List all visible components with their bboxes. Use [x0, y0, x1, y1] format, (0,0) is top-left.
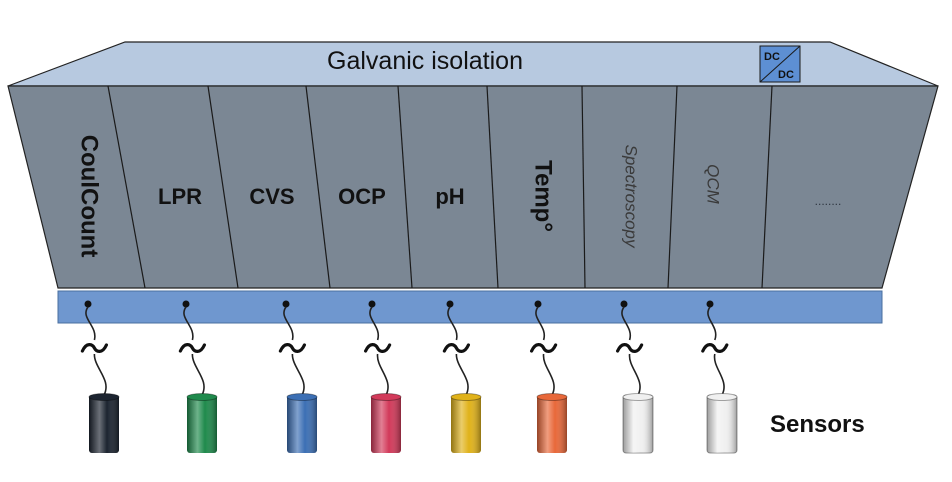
sensor — [450, 393, 482, 453]
module-divider — [107, 85, 146, 289]
cable-break-symbol — [278, 343, 306, 353]
converter-label-top: DC — [764, 51, 780, 63]
bus-node — [706, 300, 714, 308]
module-divider — [486, 85, 499, 289]
module-divider — [581, 85, 586, 289]
module-label: CVS — [249, 184, 294, 209]
bus-node — [534, 300, 542, 308]
cable-break-symbol — [616, 343, 644, 353]
cable-break-symbol — [178, 343, 206, 353]
cable-break-symbol — [364, 343, 392, 353]
module-divider — [761, 85, 773, 289]
cable-break-symbol — [442, 343, 470, 353]
module-labels: CoulCount LPR CVS OCP pH Temp° Spectroscopy QCM… — [76, 135, 842, 258]
module-label: ........ — [815, 194, 842, 208]
sensor-cables — [80, 306, 729, 396]
module-label: CoulCount — [76, 135, 103, 258]
sensor-cable — [183, 306, 205, 396]
module-divider — [305, 85, 331, 289]
module-label: QCM — [704, 164, 723, 205]
module-divider — [667, 85, 678, 289]
sensor-cable — [621, 306, 641, 396]
sensor-cable — [447, 306, 469, 396]
housing-front-face — [7, 85, 939, 289]
sensor — [370, 393, 402, 453]
sensor-cable — [707, 306, 725, 396]
cable-break-symbol — [530, 343, 558, 353]
sensor — [186, 393, 218, 453]
module-label: Spectroscopy — [622, 145, 641, 249]
module-divider — [207, 85, 239, 289]
sensor — [88, 393, 120, 453]
bus-node — [446, 300, 454, 308]
bus-node — [282, 300, 290, 308]
sensor-cable — [535, 306, 555, 396]
sensor-bus — [57, 290, 883, 324]
galvanic-isolation-title: Galvanic isolation — [327, 47, 523, 75]
module-dividers — [107, 85, 773, 289]
cable-break-symbol — [701, 343, 729, 353]
converter-label-bottom: DC — [778, 69, 794, 81]
sensor — [706, 393, 738, 454]
sensor-cable — [369, 306, 389, 396]
module-label: LPR — [158, 184, 202, 209]
sensor — [286, 393, 318, 453]
module-divider — [397, 85, 413, 289]
sensor-cylinders — [88, 393, 738, 454]
sensors-label: Sensors — [770, 411, 865, 438]
bus-node — [620, 300, 628, 308]
bus-node — [182, 300, 190, 308]
sensor — [536, 393, 568, 453]
sensor-cable — [85, 306, 107, 396]
bus-node — [84, 300, 92, 308]
bus-node — [368, 300, 376, 308]
dc-dc-converter-icon: DC DC — [759, 45, 801, 83]
bus-connection-points — [84, 300, 714, 308]
sensor-cable — [283, 306, 305, 396]
cable-break-symbol — [80, 343, 108, 353]
module-label: pH — [435, 184, 464, 209]
sensor — [622, 393, 654, 454]
module-label: Temp° — [530, 160, 557, 232]
module-label: OCP — [338, 184, 386, 209]
